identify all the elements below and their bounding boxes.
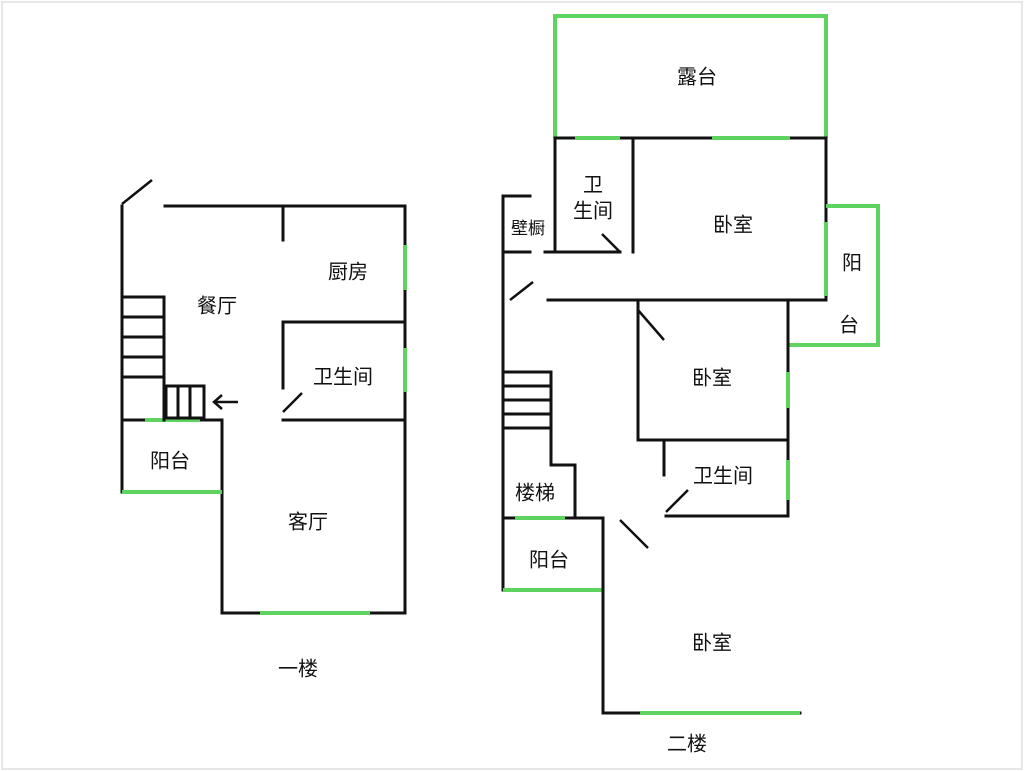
room-label-closet: 壁橱	[511, 219, 545, 239]
room-label-bath-top-1: 卫	[583, 173, 603, 197]
room-label-bath-top-2: 生间	[573, 199, 613, 223]
room-label-balcony-right-1: 阳	[842, 251, 862, 275]
second-floor-stairs	[501, 370, 577, 520]
caption-second-floor: 二楼	[667, 732, 707, 756]
second-floor-plan: 露台 卫 生间 壁橱 卧室 阳 台 卧室 卫生间 楼梯 阳台 卧室 二楼	[501, 14, 880, 756]
arrow-left-icon	[212, 394, 238, 410]
room-label-balcony: 阳台	[150, 449, 190, 473]
room-label-dining: 餐厅	[197, 294, 237, 318]
room-label-bedroom-top: 卧室	[713, 213, 753, 237]
terrace-outline	[553, 14, 828, 138]
entry-door	[121, 179, 153, 205]
right-balcony-outline	[788, 204, 880, 347]
mid-bedroom-door	[637, 309, 665, 341]
bottom-bedroom-door	[619, 519, 649, 549]
top-bath-door	[601, 233, 621, 253]
room-label-living: 客厅	[288, 510, 328, 534]
room-label-bedroom-middle: 卧室	[692, 366, 732, 390]
room-label-terrace: 露台	[677, 65, 717, 89]
room-label-bedroom-bottom: 卧室	[692, 631, 732, 655]
room-label-balcony-right-2: 台	[839, 313, 859, 337]
first-floor-stairs	[120, 295, 206, 422]
hall-door	[509, 281, 534, 301]
room-label-stairs: 楼梯	[515, 481, 555, 505]
room-label-bathroom-2: 卫生间	[693, 464, 753, 488]
room-label-kitchen: 厨房	[328, 260, 368, 284]
first-floor-plan: 餐厅 厨房 卫生间 阳台 客厅 一楼	[120, 179, 407, 681]
caption-first-floor: 一楼	[278, 657, 318, 681]
room-label-bathroom: 卫生间	[313, 365, 373, 389]
room-label-balcony-left: 阳台	[529, 548, 569, 572]
bath-door	[282, 392, 303, 413]
bath-door-2	[665, 489, 689, 513]
